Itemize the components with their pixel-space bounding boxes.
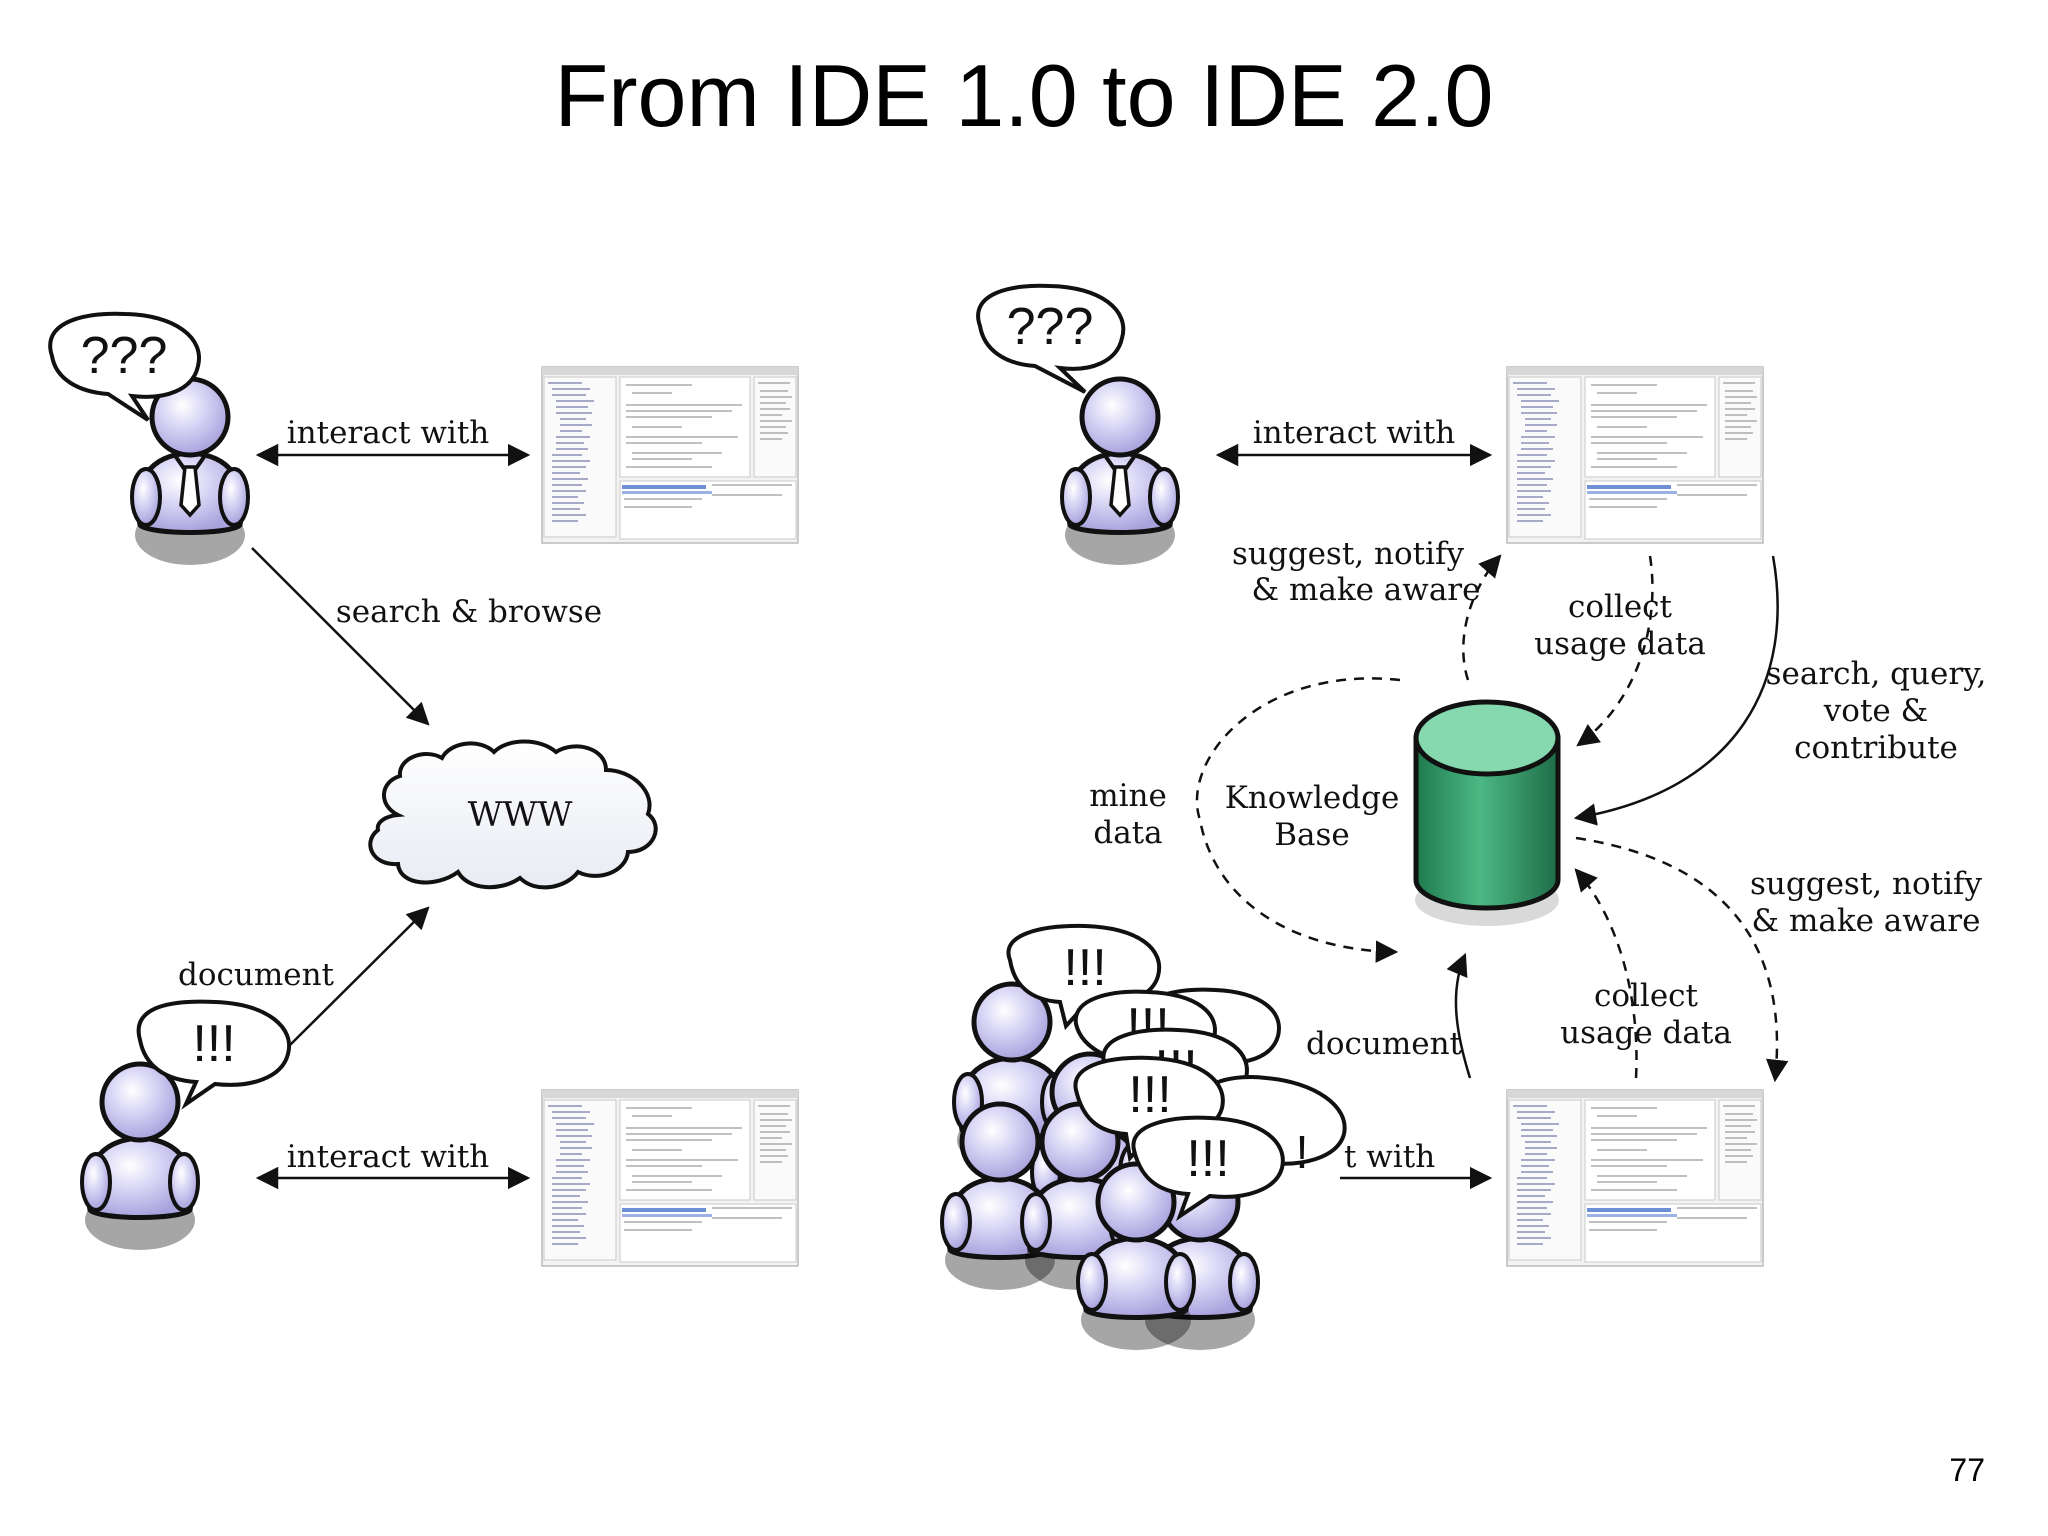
www-label: WWW: [468, 795, 573, 835]
label-document: document: [1306, 1026, 1463, 1062]
slide-title: From IDE 1.0 to IDE 2.0: [554, 46, 1494, 145]
bubble-text-question: ???: [1007, 298, 1094, 356]
label-search-browse: search & browse: [336, 594, 602, 630]
crowd: !!! !!! !!! ! !!! !!!: [942, 923, 1347, 1350]
label-collect: usage data: [1560, 1015, 1732, 1051]
speech-bubble: !!!: [136, 999, 292, 1110]
label-suggest: & make aware: [1752, 903, 1981, 939]
label-search-query: vote &: [1823, 693, 1928, 729]
cloud-icon: WWW: [368, 739, 658, 890]
label-interact-with: interact with: [287, 415, 490, 451]
label-interact-with-partial: t with: [1344, 1139, 1435, 1175]
svg-text:!!!: !!!: [1186, 1130, 1229, 1188]
svg-text:!: !: [1296, 1126, 1309, 1178]
bubble-text-question: ???: [81, 327, 168, 385]
database-icon: [1413, 699, 1561, 926]
ide-window-icon: [541, 366, 799, 544]
bubble-text-exclaim: !!!: [192, 1015, 235, 1073]
page-number: 77: [1949, 1452, 1985, 1488]
label-collect: collect: [1594, 978, 1699, 1014]
label-document: document: [178, 957, 335, 993]
label-search-query: search, query,: [1766, 656, 1987, 692]
speech-bubble: ???: [976, 283, 1126, 394]
label-collect: collect: [1568, 589, 1673, 625]
ide-window-icon: [1506, 1089, 1764, 1267]
label-suggest: & make aware: [1252, 572, 1481, 608]
label-mine-data: mine: [1089, 778, 1167, 814]
label-interact-with: interact with: [1253, 415, 1456, 451]
speech-bubble: ???: [48, 311, 201, 422]
person-icon: [82, 1064, 198, 1250]
label-suggest: suggest, notify: [1232, 536, 1464, 572]
label-search-query: contribute: [1794, 730, 1958, 766]
label-knowledge-base: Knowledge: [1225, 780, 1400, 816]
ide-window-icon: [541, 1089, 799, 1267]
label-mine-data: data: [1093, 815, 1162, 851]
label-suggest: suggest, notify: [1750, 866, 1982, 902]
person-icon: [1062, 379, 1178, 565]
ide-window-icon: [1506, 366, 1764, 544]
person-icon: [132, 379, 248, 565]
svg-text:!!!: !!!: [1063, 939, 1106, 997]
label-collect: usage data: [1534, 626, 1706, 662]
label-knowledge-base: Base: [1274, 817, 1350, 853]
svg-text:!!!: !!!: [1128, 1066, 1171, 1124]
label-interact-with: interact with: [287, 1139, 490, 1175]
speech-bubble: !!!: [1131, 1115, 1285, 1222]
